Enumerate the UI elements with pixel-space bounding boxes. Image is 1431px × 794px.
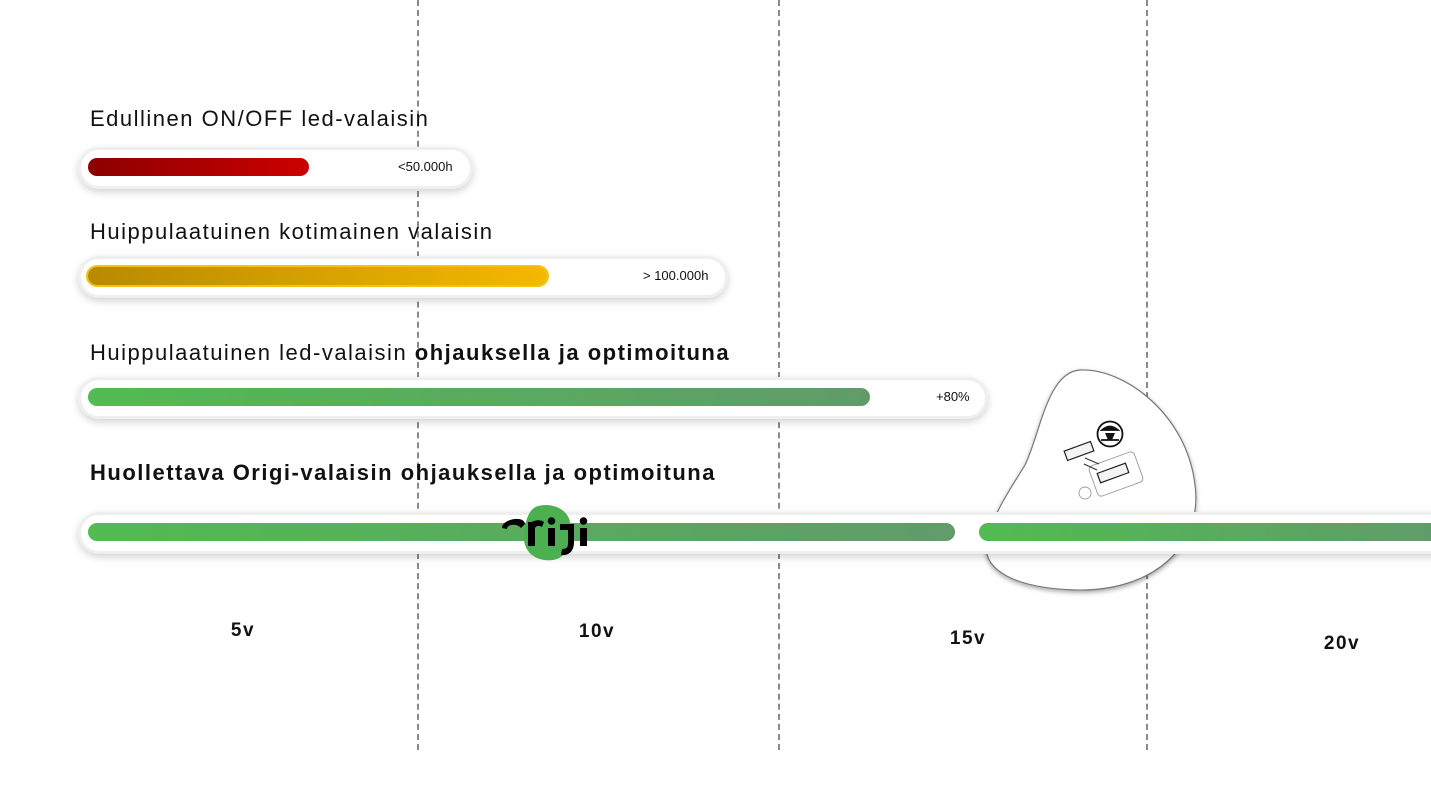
row-2-title: Huippulaatuinen kotimainen valaisin [90, 219, 494, 244]
row-3-track: +80% [78, 377, 988, 419]
gridline-2 [778, 0, 780, 750]
row-2-value-label: > 100.000h [643, 268, 709, 283]
service-bubble [975, 360, 1215, 600]
x-tick-label-10v: 10v [578, 621, 616, 642]
gridline-3 [1146, 0, 1148, 750]
row-3-bar [88, 388, 870, 406]
service-bubble-graphic [985, 369, 1197, 591]
row-1-bar [88, 158, 309, 176]
row-2-bar [88, 267, 547, 285]
origi-logo [498, 500, 602, 568]
row-1-title: Edullinen ON/OFF led-valaisin [90, 106, 430, 131]
x-tick-label-15v: 15v [949, 628, 987, 649]
origi-logo-graphic [502, 504, 588, 561]
row-1-value-label: <50.000h [398, 159, 453, 174]
row-4-track [78, 512, 1431, 554]
mechanic-icon [1096, 420, 1124, 448]
row-2-track: > 100.000h [78, 256, 728, 298]
row-1-track: <50.000h [78, 147, 473, 189]
row-4-title: Huollettava Origi-valaisin ohjauksella j… [90, 460, 716, 485]
x-tick-label-20v: 20v [1323, 633, 1361, 654]
row-4-bar-segment-2 [978, 523, 1431, 541]
gridline-1 [417, 0, 419, 750]
row-3-title-regular: Huippulaatuinen led-valaisin [90, 340, 415, 365]
driver-swap-icon [1063, 440, 1144, 500]
row-3-value-label: +80% [936, 389, 970, 404]
row-3-title-bold: ohjauksella ja optimoituna [414, 340, 731, 365]
x-tick-label-5v: 5v [230, 620, 256, 641]
row-4-bar-segment-1 [88, 523, 955, 541]
row-3-title: Huippulaatuinen led-valaisin ohjauksella… [90, 340, 730, 366]
